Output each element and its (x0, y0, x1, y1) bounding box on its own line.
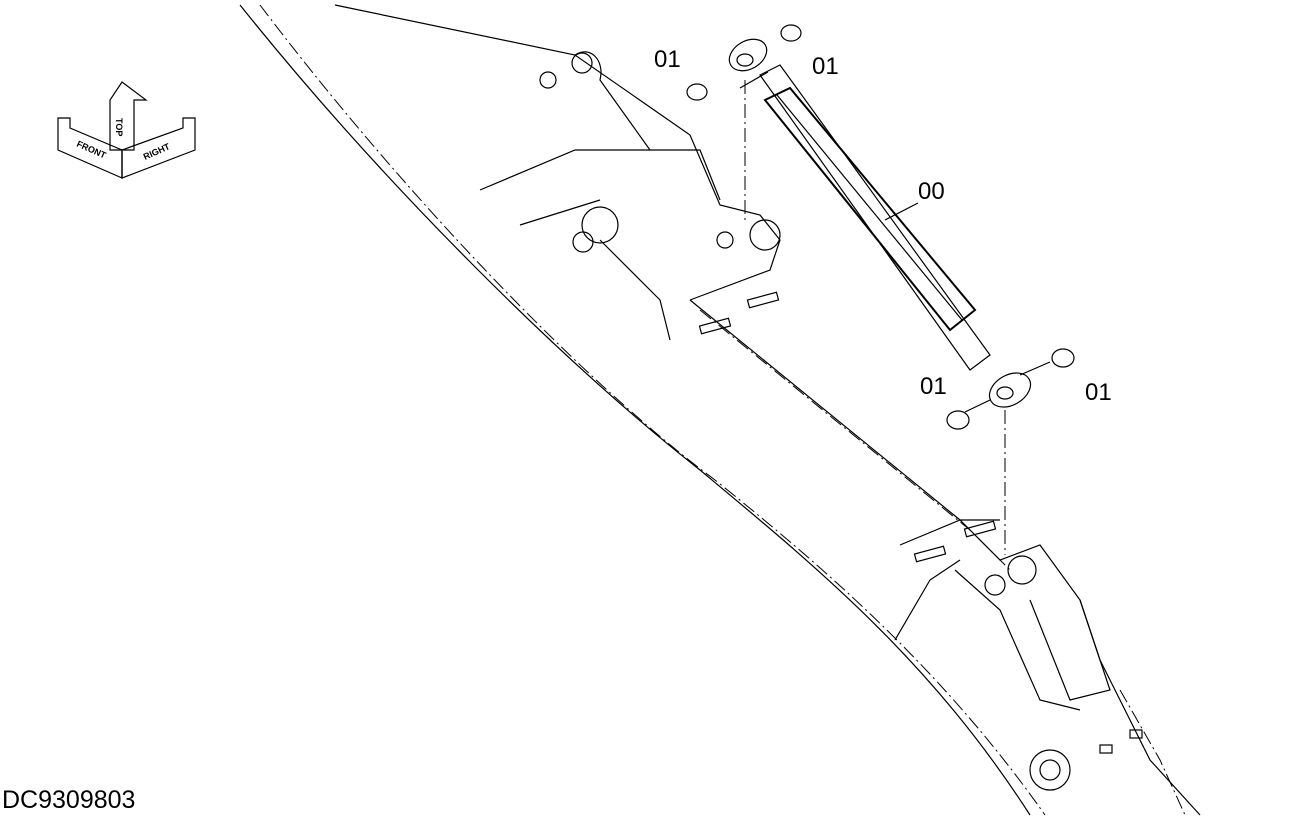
callout-cylinder: 00 (918, 178, 945, 205)
document-id: DC9309803 (2, 786, 136, 814)
boom-arm (239, 4, 1201, 816)
right-label: RIGHT (142, 141, 172, 162)
callout-seal: 01 (920, 373, 947, 400)
callout-seal: 01 (812, 53, 839, 80)
leader-line (884, 202, 919, 221)
hydraulic-cylinder (728, 38, 1051, 413)
top-label: TOP (114, 118, 124, 136)
seals (686, 24, 1075, 430)
callout-seal: 01 (1085, 379, 1112, 406)
callout-seal: 01 (654, 46, 681, 73)
orientation-icon: FRONT RIGHT TOP (57, 81, 196, 179)
